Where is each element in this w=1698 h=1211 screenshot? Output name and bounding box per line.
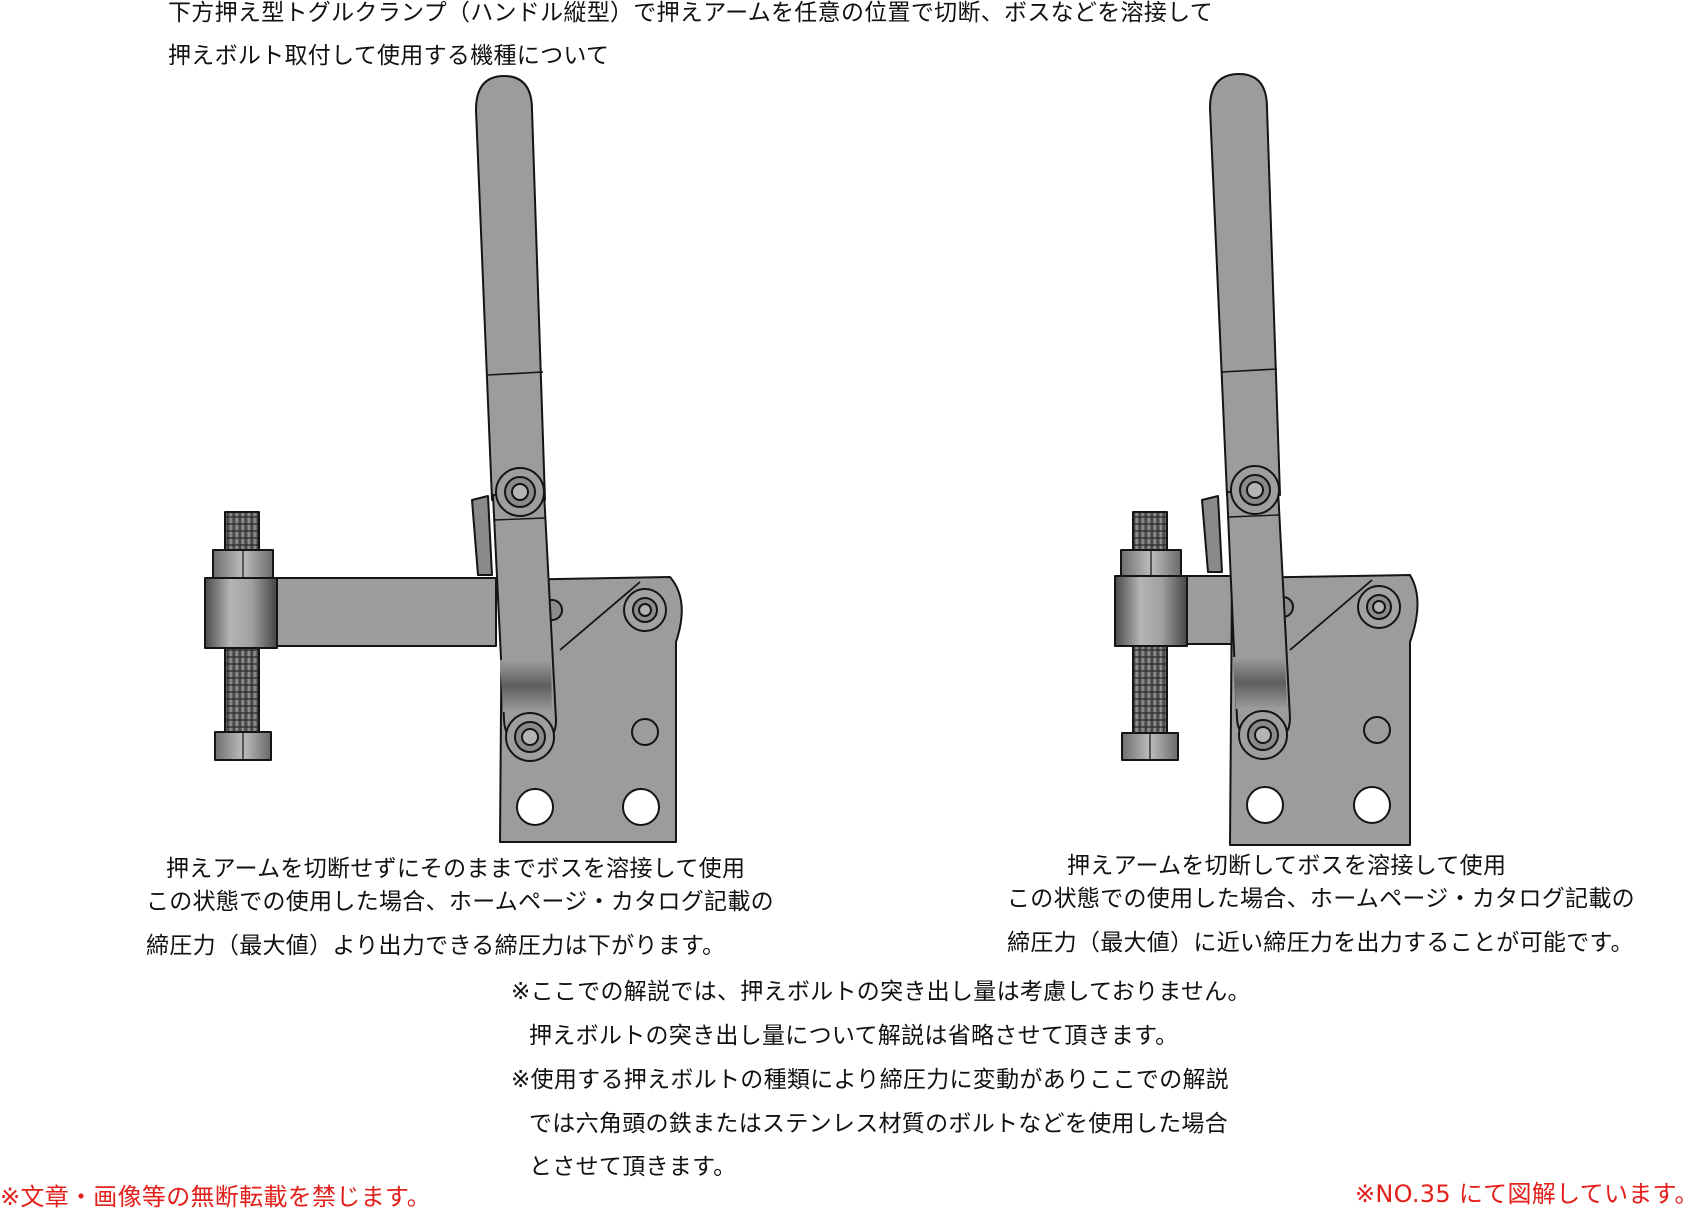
- note-line-2: 押えボルトの突き出し量について解説は省略させて頂きます。: [529, 1023, 1179, 1049]
- left-caption-line-1: 押えアームを切断せずにそのままでボスを溶接して使用: [166, 856, 746, 882]
- right-caption-line-3: 締圧力（最大値）に近い締圧力を出力することが可能です。: [1007, 930, 1634, 956]
- left-caption-line-3: 締圧力（最大値）より出力できる締圧力は下がります。: [146, 933, 726, 959]
- left-press-bolt: [212, 511, 274, 761]
- note-line-1: ※ここでの解説では、押えボルトの突き出し量は考慮しておりません。: [511, 979, 1251, 1005]
- right-caption-line-2: この状態での使用した場合、ホームページ・カタログ記載の: [1007, 886, 1635, 912]
- left-press-arm: [275, 577, 497, 647]
- note-line-3: ※使用する押えボルトの種類により締圧力に変動がありここでの解説: [511, 1067, 1230, 1093]
- right-handle: [1209, 73, 1281, 496]
- right-boss: [1114, 575, 1188, 647]
- left-clamp: [204, 75, 683, 843]
- note-line-5: とさせて頂きます。: [529, 1154, 737, 1180]
- left-handle: [475, 75, 546, 501]
- right-clamp: [1114, 73, 1419, 846]
- note-line-4: では六角頭の鉄またはステンレス材質のボルトなどを使用した場合: [529, 1111, 1228, 1137]
- heading-line-2: 押えボルト取付して使用する機種について: [168, 43, 610, 69]
- right-caption-line-1: 押えアームを切断してボスを溶接して使用: [1067, 853, 1507, 879]
- left-boss: [204, 577, 278, 649]
- heading-line-1: 下方押え型トグルクランプ（ハンドル縦型）で押えアームを任意の位置で切断、ボスなど…: [168, 0, 1214, 26]
- reference-notice: ※NO.35 にて図解しています。: [1355, 1180, 1698, 1208]
- left-caption-line-2: この状態での使用した場合、ホームページ・カタログ記載の: [146, 889, 774, 915]
- copyright-notice: ※文章・画像等の無断転載を禁じます。: [0, 1183, 432, 1211]
